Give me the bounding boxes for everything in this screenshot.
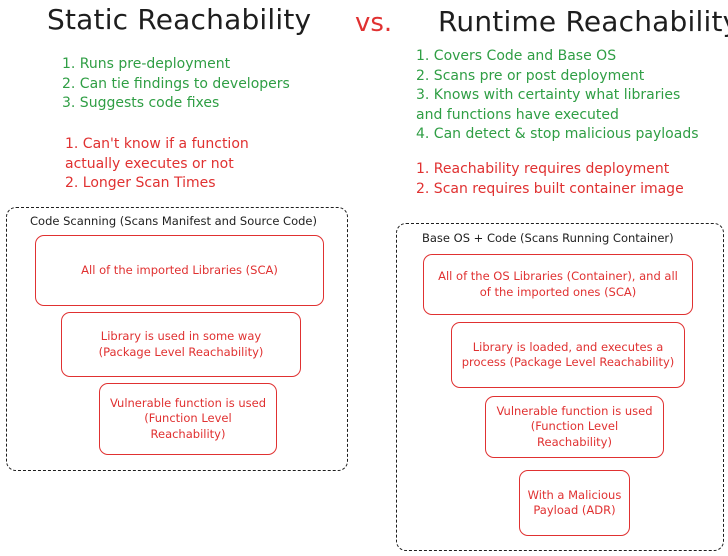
list-item: 2. Scan requires built container image (416, 180, 684, 197)
runtime-reachability-title: Runtime Reachability (438, 5, 728, 38)
box-text: Vulnerable function is used (Function Le… (496, 403, 653, 449)
code-scanning-container (6, 207, 348, 471)
static-reachability-title: Static Reachability (47, 3, 312, 36)
list-item: 1. Can't know if a function actually exe… (65, 136, 249, 172)
box-text: All of the OS Libraries (Container), and… (438, 269, 678, 299)
static-pros-list: 1. Runs pre-deployment 2. Can tie findin… (62, 55, 290, 114)
malicious-payload-box: With a Malicious Payload (ADR) (519, 470, 630, 536)
list-item: 2. Scans pre or post deployment (416, 67, 645, 84)
imported-libraries-box: All of the imported Libraries (SCA) (35, 235, 324, 306)
function-reachability-box: Vulnerable function is used (Function Le… (99, 383, 277, 455)
list-item: 1. Reachability requires deployment (416, 161, 670, 177)
list-item: 1. Covers Code and Base OS (416, 48, 617, 64)
package-reachability-box: Library is used in some way (Package Lev… (61, 312, 301, 377)
box-text: Library is used in some way (Package Lev… (98, 329, 264, 359)
list-item: 4. Can detect & stop malicious payloads (416, 126, 699, 142)
box-text: Library is loaded, and executes a proces… (461, 339, 675, 370)
list-item: 3. Knows with certainty what libraries a… (416, 87, 681, 123)
runtime-cons-list: 1. Reachability requires deployment 2. S… (416, 160, 684, 199)
base-os-code-container (396, 223, 724, 551)
list-item: 2. Longer Scan Times (65, 175, 216, 191)
list-item: 2. Can tie findings to developers (62, 75, 290, 92)
box-text: All of the imported Libraries (SCA) (81, 262, 278, 277)
box-text: With a Malicious Payload (ADR) (527, 487, 622, 518)
list-item: 1. Runs pre-deployment (62, 56, 231, 72)
library-loaded-box: Library is loaded, and executes a proces… (451, 322, 685, 388)
os-libraries-box: All of the OS Libraries (Container), and… (423, 254, 693, 315)
runtime-function-box: Vulnerable function is used (Function Le… (485, 396, 664, 458)
base-os-code-label: Base OS + Code (Scans Running Container) (422, 231, 674, 245)
list-item: 3. Suggests code fixes (62, 95, 220, 111)
box-text: Vulnerable function is used (Function Le… (109, 395, 267, 441)
vs-label: vs. (355, 8, 393, 38)
runtime-pros-list: 1. Covers Code and Base OS 2. Scans pre … (416, 47, 699, 145)
static-cons-list: 1. Can't know if a function actually exe… (65, 135, 265, 194)
code-scanning-label: Code Scanning (Scans Manifest and Source… (30, 214, 317, 228)
